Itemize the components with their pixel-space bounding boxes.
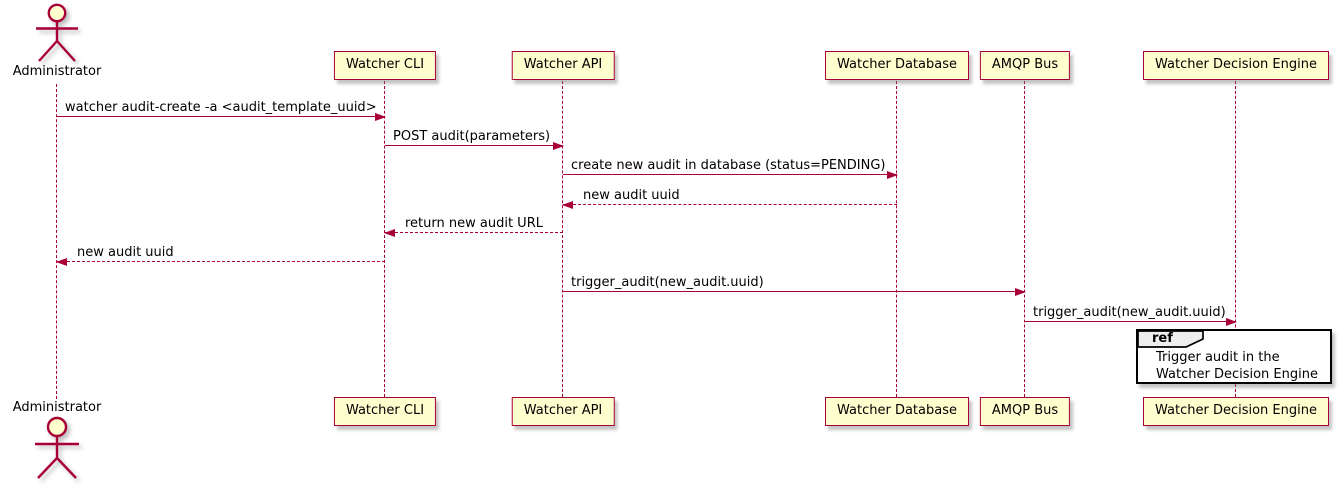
message-new-audit-uuid-cli: new audit uuid — [56, 245, 385, 267]
message-new-audit-uuid-db: new audit uuid — [562, 188, 897, 210]
participant-label: Watcher Database — [837, 403, 957, 418]
participant-label: AMQP Bus — [991, 57, 1059, 72]
participant-label: AMQP Bus — [991, 403, 1059, 418]
message-audit-create: watcher audit-create -a <audit_template_… — [57, 100, 386, 122]
message-label: new audit uuid — [77, 245, 174, 260]
lifeline-watcher-database — [896, 81, 898, 397]
message-return-audit-url: return new audit URL — [384, 216, 563, 238]
arrowhead-icon — [1015, 288, 1026, 297]
ref-tab: ref — [1137, 330, 1205, 348]
lifeline-watcher-cli — [384, 81, 386, 397]
lifeline-administrator — [56, 84, 58, 399]
message-label: POST audit(parameters) — [393, 129, 551, 144]
arrowhead-icon — [1226, 318, 1237, 327]
message-label: return new audit URL — [405, 216, 543, 231]
message-label: create new audit in database (status=PEN… — [571, 158, 886, 173]
message-trigger-audit-engine: trigger_audit(new_audit.uuid) — [1025, 305, 1237, 327]
ref-text: Trigger audit in the Watcher Decision En… — [1138, 349, 1330, 383]
participant-label: Watcher Decision Engine — [1155, 57, 1317, 72]
lifeline-watcher-decision-engine — [1235, 81, 1237, 397]
participant-label: Watcher CLI — [345, 57, 425, 72]
lifeline-amqp-bus — [1024, 81, 1026, 397]
arrowhead-icon — [56, 258, 67, 267]
participant-watcher-decision-engine-top: Watcher Decision Engine — [1143, 51, 1329, 80]
lifeline-watcher-api — [562, 81, 564, 397]
arrowhead-icon — [887, 171, 898, 180]
ref-text-line: Trigger audit in the — [1156, 350, 1280, 365]
message-label: trigger_audit(new_audit.uuid) — [571, 275, 764, 290]
ref-text-line: Watcher Decision Engine — [1156, 367, 1318, 382]
actor-icon-bottom — [25, 416, 89, 484]
arrowhead-icon — [562, 201, 573, 210]
participant-watcher-api-bottom: Watcher API — [511, 397, 615, 426]
message-post-audit: POST audit(parameters) — [385, 129, 564, 151]
actor-label-bottom: Administrator — [12, 400, 102, 415]
message-create-audit-db: create new audit in database (status=PEN… — [563, 158, 898, 180]
participant-label: Watcher Database — [837, 57, 957, 72]
participant-amqp-bus-top: AMQP Bus — [979, 51, 1071, 80]
ref-fragment: ref Trigger audit in the Watcher Decisio… — [1136, 329, 1332, 384]
participant-watcher-api-top: Watcher API — [511, 51, 615, 80]
participant-watcher-decision-engine-bottom: Watcher Decision Engine — [1143, 397, 1329, 426]
actor-label-top: Administrator — [12, 64, 102, 79]
participant-watcher-database-bottom: Watcher Database — [825, 397, 969, 426]
participant-label: Watcher Decision Engine — [1155, 403, 1317, 418]
participant-watcher-database-top: Watcher Database — [825, 51, 969, 80]
actor-icon — [25, 3, 89, 67]
message-label: watcher audit-create -a <audit_template_… — [65, 100, 377, 115]
participant-label: Watcher API — [523, 403, 603, 418]
arrowhead-icon — [384, 229, 395, 238]
message-label: trigger_audit(new_audit.uuid) — [1033, 305, 1226, 320]
participant-label: Watcher CLI — [345, 403, 425, 418]
message-trigger-audit-amqp: trigger_audit(new_audit.uuid) — [563, 275, 1026, 297]
participant-watcher-cli-bottom: Watcher CLI — [333, 397, 437, 426]
message-label: new audit uuid — [583, 188, 680, 203]
participant-amqp-bus-bottom: AMQP Bus — [979, 397, 1071, 426]
arrowhead-icon — [375, 113, 386, 122]
arrowhead-icon — [553, 142, 564, 151]
ref-keyword: ref — [1152, 331, 1173, 346]
participant-label: Watcher API — [523, 57, 603, 72]
participant-watcher-cli-top: Watcher CLI — [333, 51, 437, 80]
